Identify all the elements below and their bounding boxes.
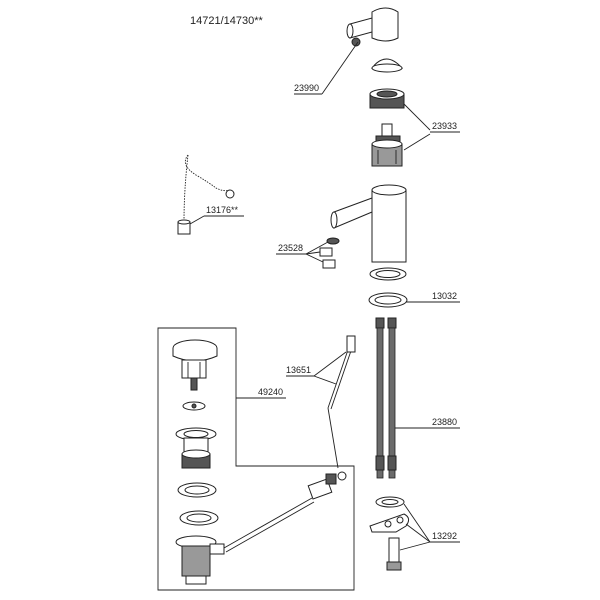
lift-rod xyxy=(327,335,356,469)
label-23990: 23990 xyxy=(294,83,319,93)
label-13032: 13032 xyxy=(432,291,457,301)
retaining-nut xyxy=(369,88,405,109)
callout-23933: 23933 xyxy=(403,103,460,151)
waste-washer-1 xyxy=(177,482,217,498)
callout-23880: 23880 xyxy=(395,417,460,429)
flexible-hoses xyxy=(375,317,397,479)
threaded-stud xyxy=(386,537,402,571)
fixing-clamp xyxy=(369,513,410,533)
label-23528: 23528 xyxy=(278,243,303,253)
waste-kit-outline xyxy=(157,327,355,591)
callout-23528: 23528 xyxy=(276,241,329,263)
callout-23990: 23990 xyxy=(294,41,359,95)
plug-washer xyxy=(182,401,206,411)
pivot-rod xyxy=(223,471,347,553)
lever-handle xyxy=(346,7,399,47)
handle-cap xyxy=(370,58,404,73)
waste-body xyxy=(175,535,225,585)
label-23880: 23880 xyxy=(432,417,457,427)
base-gasket xyxy=(368,292,408,308)
fixing-washer xyxy=(375,496,405,508)
label-49240: 49240 xyxy=(258,387,283,397)
callout-13292: 13292 xyxy=(399,503,460,551)
label-13176: 13176** xyxy=(206,205,239,215)
diagram-title: 14721/14730** xyxy=(190,15,264,27)
label-13651: 13651 xyxy=(286,365,311,375)
callout-13032: 13032 xyxy=(406,291,460,303)
label-23933: 23933 xyxy=(432,121,457,131)
waste-washer-2 xyxy=(179,510,219,526)
callout-13176: 13176** xyxy=(189,205,244,225)
waste-flange xyxy=(175,427,217,453)
cartridge xyxy=(371,123,403,167)
aerator-parts xyxy=(319,237,340,269)
callout-49240: 49240 xyxy=(236,387,286,399)
callout-13651: 13651 xyxy=(286,351,347,385)
chain-plug xyxy=(177,154,235,235)
waste-thread xyxy=(181,449,211,469)
base-ring-upper xyxy=(369,267,407,281)
pop-up-plug xyxy=(172,339,218,391)
label-13292: 13292 xyxy=(432,531,457,541)
faucet-body xyxy=(330,184,407,263)
